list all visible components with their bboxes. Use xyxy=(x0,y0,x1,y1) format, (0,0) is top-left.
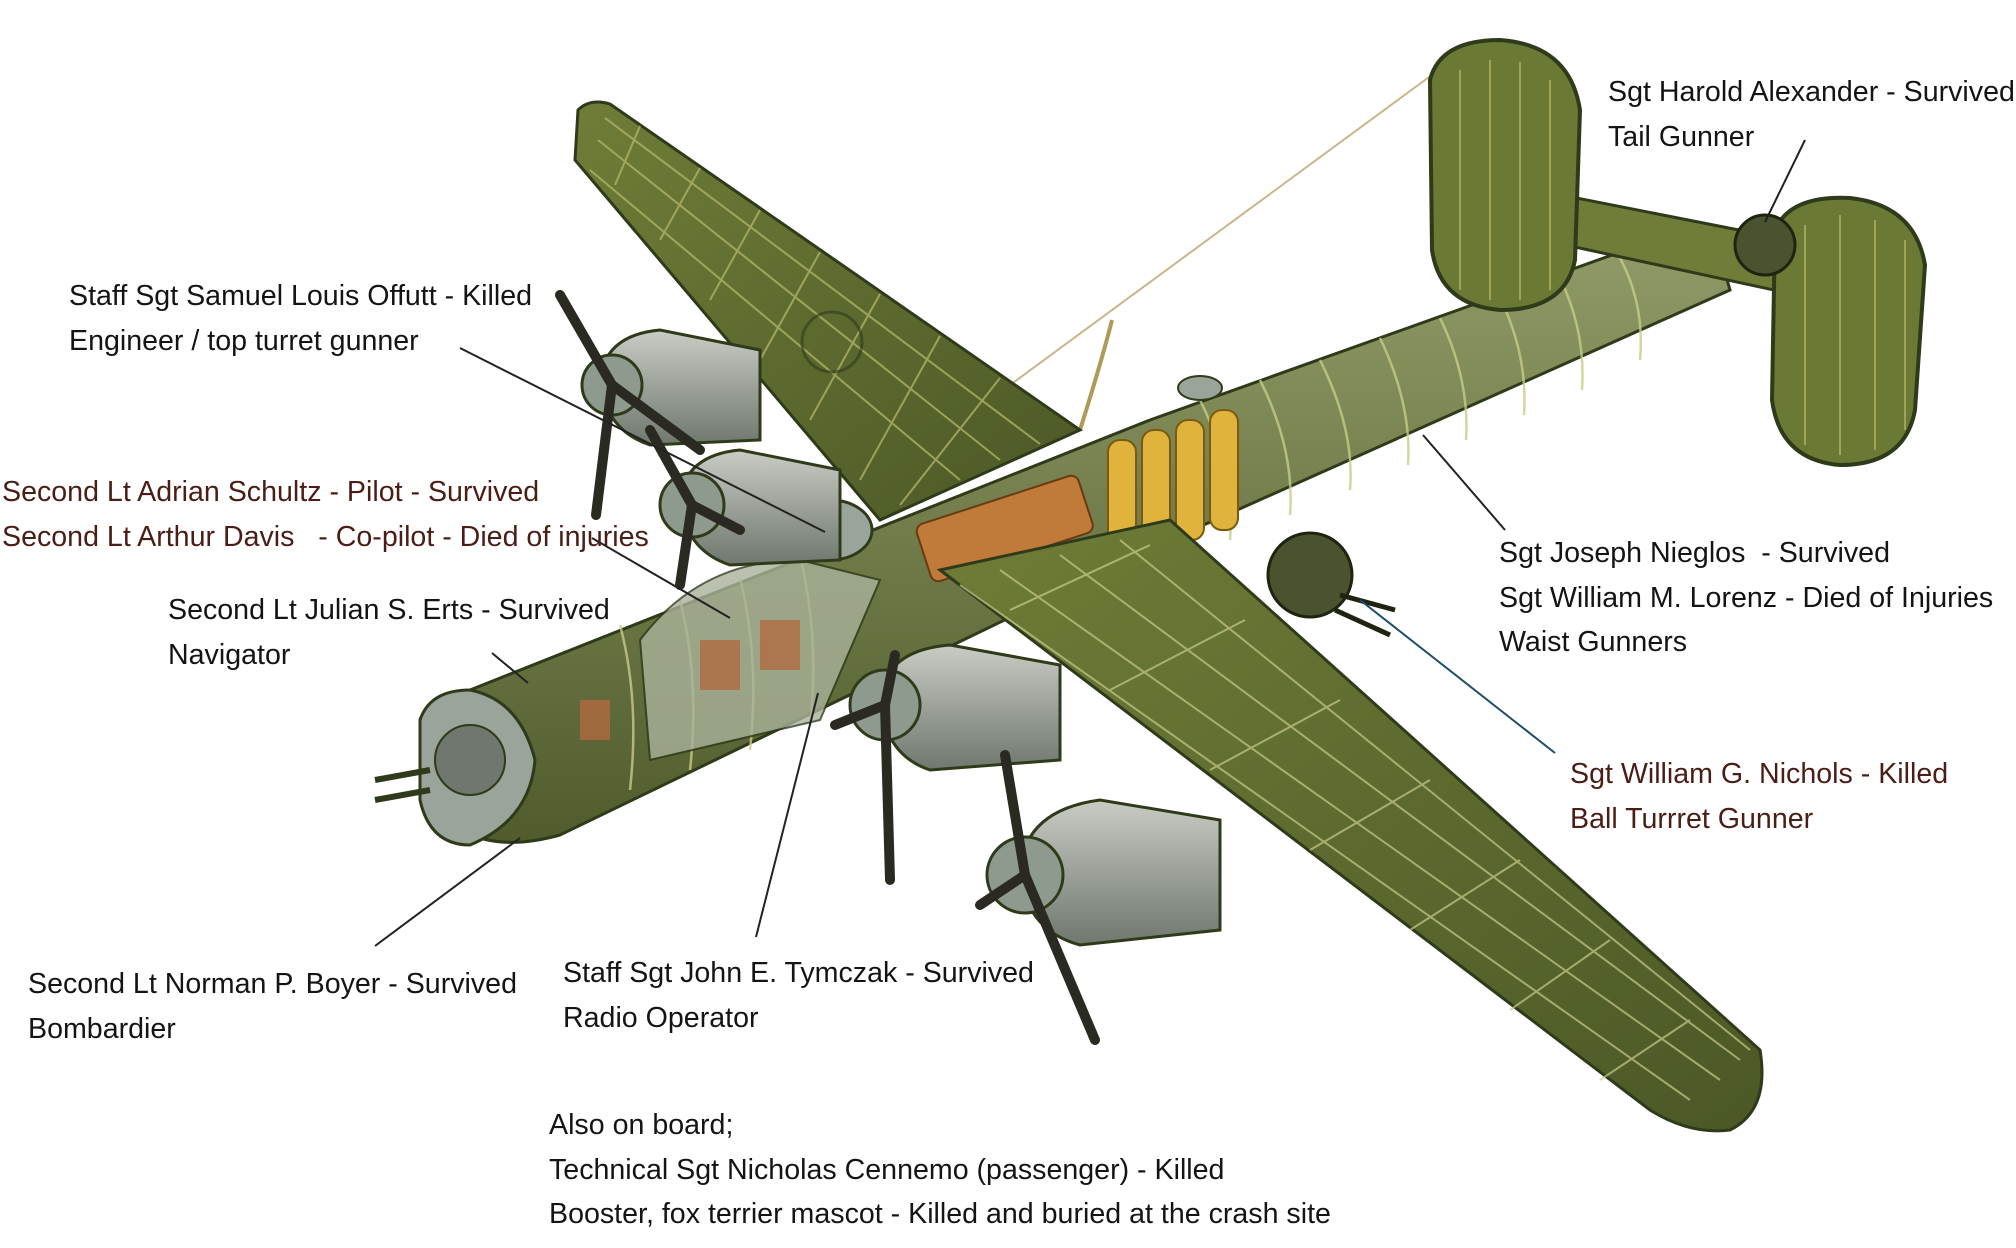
bombardier-role: Bombardier xyxy=(28,1012,176,1045)
radio-operator-name: Staff Sgt John E. Tymczak - Survived xyxy=(563,957,1034,989)
label-waist-gunners: Sgt Joseph Nieglos - Survived Sgt Willia… xyxy=(1499,531,1993,665)
leader-pilots xyxy=(591,537,731,619)
radio-operator-role: Radio Operator xyxy=(563,1001,759,1034)
label-tail-gunner: Sgt Harold Alexander - Survived Tail Gun… xyxy=(1608,70,2015,159)
passenger-name: Technical Sgt Nicholas Cennemo (passenge… xyxy=(549,1153,1225,1186)
navigator-name: Second Lt Julian S. Erts - Survived xyxy=(168,594,610,626)
right-wing xyxy=(936,518,1764,1133)
leader-engineer xyxy=(459,347,826,533)
leader-lines xyxy=(374,139,1806,947)
pilot-name: Second Lt Adrian Schultz - Pilot - Survi… xyxy=(2,476,540,508)
copilot-name: Second Lt Arthur Davis - Co-pilot - Died… xyxy=(2,520,649,553)
left-wing xyxy=(573,100,1084,522)
antenna-mast xyxy=(1078,319,1114,431)
mascot-name: Booster, fox terrier mascot - Killed and… xyxy=(549,1198,1331,1230)
tail-assembly xyxy=(1427,37,1928,468)
engineer-role: Engineer / top turret gunner xyxy=(69,324,419,357)
label-bombardier: Second Lt Norman P. Boyer - Survived Bom… xyxy=(28,962,517,1051)
engineer-name: Staff Sgt Samuel Louis Offutt - Killed xyxy=(69,280,533,312)
label-ball-turret: Sgt William G. Nichols - Killed Ball Tur… xyxy=(1570,752,1948,841)
leader-radio-operator xyxy=(755,692,819,938)
tail-gunner-role: Tail Gunner xyxy=(1608,120,1755,153)
leader-bombardier xyxy=(374,837,521,947)
leader-ball-turret xyxy=(1359,599,1556,754)
navigator-role: Navigator xyxy=(168,638,291,671)
antenna-wire xyxy=(1009,57,1456,386)
tail-gunner-name: Sgt Harold Alexander - Survived xyxy=(1608,76,2015,108)
ball-turret-role: Ball Turrret Gunner xyxy=(1570,802,1814,835)
label-navigator: Second Lt Julian S. Erts - Survived Navi… xyxy=(168,588,610,677)
leader-tail-gunner xyxy=(1764,139,1806,223)
also-on-board-heading: Also on board; xyxy=(549,1109,734,1141)
propellers xyxy=(555,290,1100,1045)
waist-gunners-role: Waist Gunners xyxy=(1499,626,1688,658)
label-also-on-board: Also on board; Technical Sgt Nicholas Ce… xyxy=(549,1103,1331,1237)
leader-navigator xyxy=(491,652,529,684)
bombardier-name: Second Lt Norman P. Boyer - Survived xyxy=(28,968,517,1000)
waist-gunner-2: Sgt William M. Lorenz - Died of Injuries xyxy=(1499,581,1994,614)
label-radio-operator: Staff Sgt John E. Tymczak - Survived Rad… xyxy=(563,951,1034,1040)
leader-waist-gunners xyxy=(1422,434,1506,531)
waist-gunner-1: Sgt Joseph Nieglos - Survived xyxy=(1499,537,1890,569)
ball-turret-name: Sgt William G. Nichols - Killed xyxy=(1570,758,1949,790)
label-pilots: Second Lt Adrian Schultz - Pilot - Survi… xyxy=(2,470,649,559)
label-engineer: Staff Sgt Samuel Louis Offutt - Killed E… xyxy=(69,274,532,363)
